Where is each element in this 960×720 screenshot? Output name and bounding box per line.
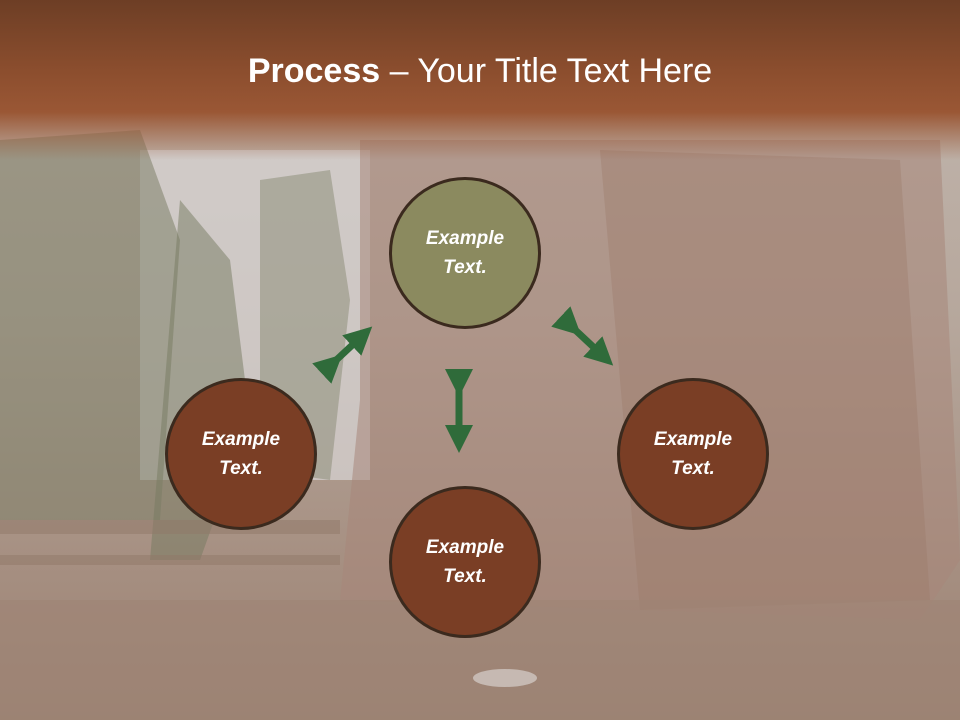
title-bold: Process xyxy=(247,52,381,90)
title-bar xyxy=(0,0,960,160)
title-rest: – Your Title Text Here xyxy=(380,52,713,90)
slide-title: Process – Your Title Text Here xyxy=(0,52,960,91)
node-left[interactable]: Example Text. xyxy=(165,378,317,530)
arrow-top-right xyxy=(551,306,614,366)
node-right-label: Example Text. xyxy=(653,429,733,479)
node-bottom[interactable]: Example Text. xyxy=(389,486,541,638)
node-bottom-label: Example Text. xyxy=(425,537,505,587)
node-left-label: Example Text. xyxy=(201,429,281,479)
node-right[interactable]: Example Text. xyxy=(617,378,769,530)
arrow-top-left xyxy=(312,326,373,384)
node-top[interactable]: Example Text. xyxy=(389,177,541,329)
node-top-label: Example Text. xyxy=(425,228,505,278)
